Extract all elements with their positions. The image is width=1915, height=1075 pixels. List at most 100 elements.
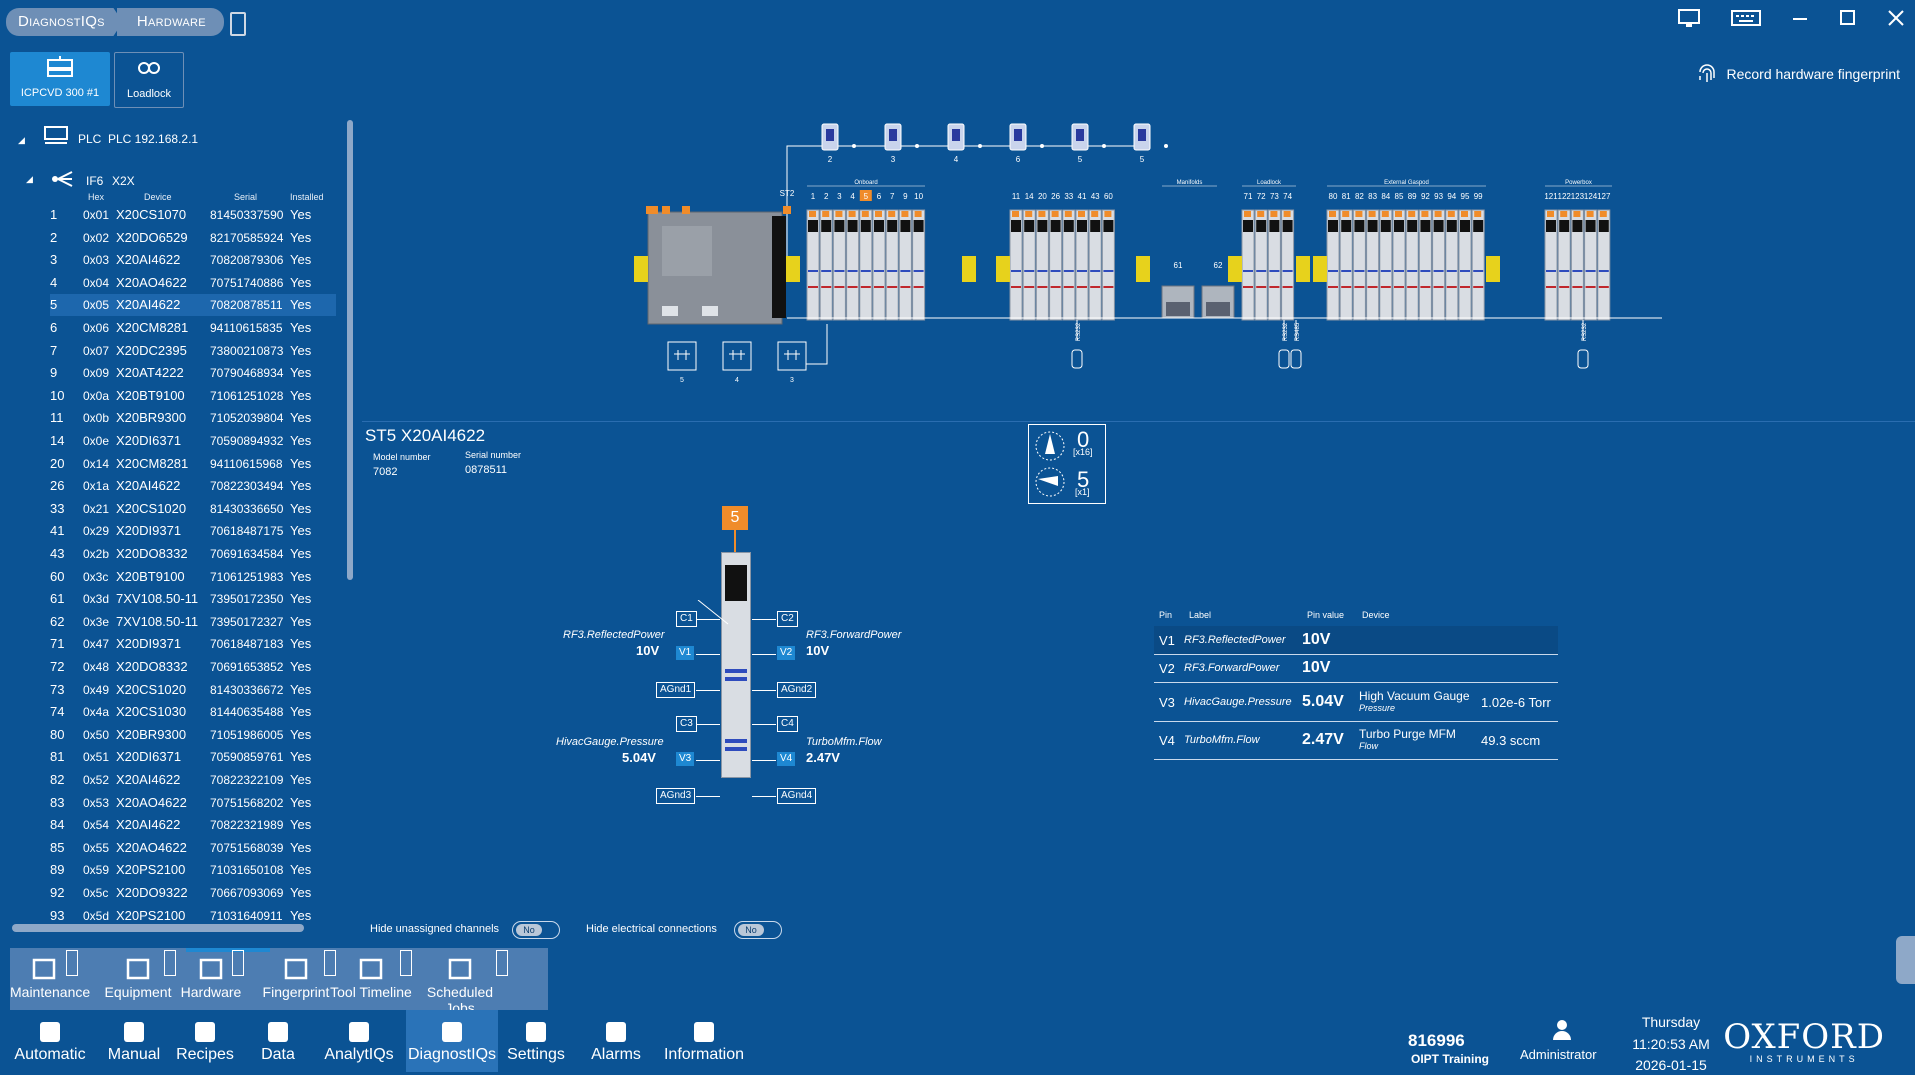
serial-connector[interactable] <box>1290 349 1302 369</box>
io-module[interactable] <box>1445 209 1459 321</box>
io-module[interactable] <box>1267 209 1281 321</box>
pin-c4[interactable]: C4 <box>777 716 798 732</box>
io-module[interactable] <box>1405 209 1419 321</box>
io-module[interactable] <box>1352 209 1366 321</box>
io-module[interactable] <box>1035 209 1049 321</box>
nav-tool-timeline[interactable]: Tool Timeline <box>330 954 412 1000</box>
io-module[interactable] <box>832 209 846 321</box>
hide-electrical-toggle[interactable]: No <box>734 921 782 939</box>
monitor-icon[interactable] <box>1677 8 1701 28</box>
nav-scheduled-jobs[interactable]: Scheduled Jobs <box>412 954 508 1016</box>
io-module[interactable] <box>1557 209 1571 321</box>
io-module[interactable] <box>819 209 833 321</box>
io-module[interactable] <box>1049 209 1063 321</box>
io-module[interactable] <box>1075 209 1089 321</box>
tree-plc-node[interactable]: ◢ <box>18 132 25 146</box>
pin-c1[interactable]: C1 <box>676 611 697 627</box>
io-module[interactable] <box>806 209 820 321</box>
io-module[interactable] <box>1254 209 1268 321</box>
nav-recipes[interactable]: Recipes <box>174 1010 236 1072</box>
nav-information[interactable]: Information <box>658 1010 750 1072</box>
io-module[interactable] <box>1281 209 1295 321</box>
breadcrumb-diagnostiqs[interactable]: DiagnostIQs <box>6 8 123 36</box>
nav-alarms[interactable]: Alarms <box>588 1010 644 1072</box>
pin-v2[interactable]: V2 <box>777 646 796 660</box>
io-module[interactable] <box>885 209 899 321</box>
io-module[interactable] <box>1339 209 1353 321</box>
pin-agnd4[interactable]: AGnd4 <box>777 788 817 804</box>
io-module[interactable] <box>1101 209 1115 321</box>
pin-v3[interactable]: V3 <box>676 752 695 766</box>
hide-unassigned-toggle[interactable]: No <box>512 921 560 939</box>
io-module[interactable] <box>1392 209 1406 321</box>
tab-loadlock[interactable]: Loadlock <box>114 52 184 108</box>
io-module[interactable] <box>1458 209 1472 321</box>
io-module[interactable] <box>1570 209 1584 321</box>
side-drawer-handle[interactable] <box>1896 936 1915 984</box>
io-module[interactable] <box>859 209 873 321</box>
io-module[interactable] <box>1088 209 1102 321</box>
nav-manual[interactable]: Manual <box>98 1010 170 1072</box>
pin-agnd3[interactable]: AGnd3 <box>656 788 696 804</box>
io-module[interactable] <box>872 209 886 321</box>
breadcrumb-hardware[interactable]: Hardware <box>116 8 224 36</box>
io-module[interactable] <box>1584 209 1598 321</box>
pin-c3[interactable]: C3 <box>676 716 697 732</box>
maximize-icon[interactable] <box>1839 9 1857 27</box>
nav-data[interactable]: Data <box>252 1010 304 1072</box>
tab-icpcvd[interactable]: ICPCVD 300 #1 <box>10 52 110 106</box>
horizontal-scrollbar[interactable] <box>12 924 304 932</box>
io-module[interactable] <box>1366 209 1380 321</box>
nav-maintenance[interactable]: Maintenance <box>10 954 90 1000</box>
collapse-icon[interactable]: ◢ <box>18 135 25 145</box>
vertical-scrollbar[interactable] <box>347 120 353 580</box>
rotary-switch-icon[interactable] <box>1033 465 1067 499</box>
serial-connector[interactable] <box>1577 349 1589 369</box>
pin-agnd1[interactable]: AGnd1 <box>656 682 696 698</box>
io-module[interactable] <box>1544 209 1558 321</box>
io-module[interactable] <box>846 209 860 321</box>
bottom-device[interactable] <box>667 341 697 371</box>
pin-v4[interactable]: V4 <box>777 752 796 766</box>
nav-settings[interactable]: Settings <box>506 1010 566 1072</box>
minimize-icon[interactable] <box>1791 9 1809 27</box>
serial-connector[interactable] <box>1071 349 1083 369</box>
keyboard-icon[interactable] <box>1731 9 1761 27</box>
io-module[interactable] <box>1471 209 1485 321</box>
io-module[interactable] <box>1418 209 1432 321</box>
io-module[interactable] <box>912 209 926 321</box>
io-module[interactable] <box>1379 209 1393 321</box>
pin-agnd2[interactable]: AGnd2 <box>777 682 817 698</box>
device-icon[interactable] <box>230 12 246 36</box>
io-module[interactable] <box>1432 209 1446 321</box>
close-icon[interactable] <box>1887 9 1905 27</box>
